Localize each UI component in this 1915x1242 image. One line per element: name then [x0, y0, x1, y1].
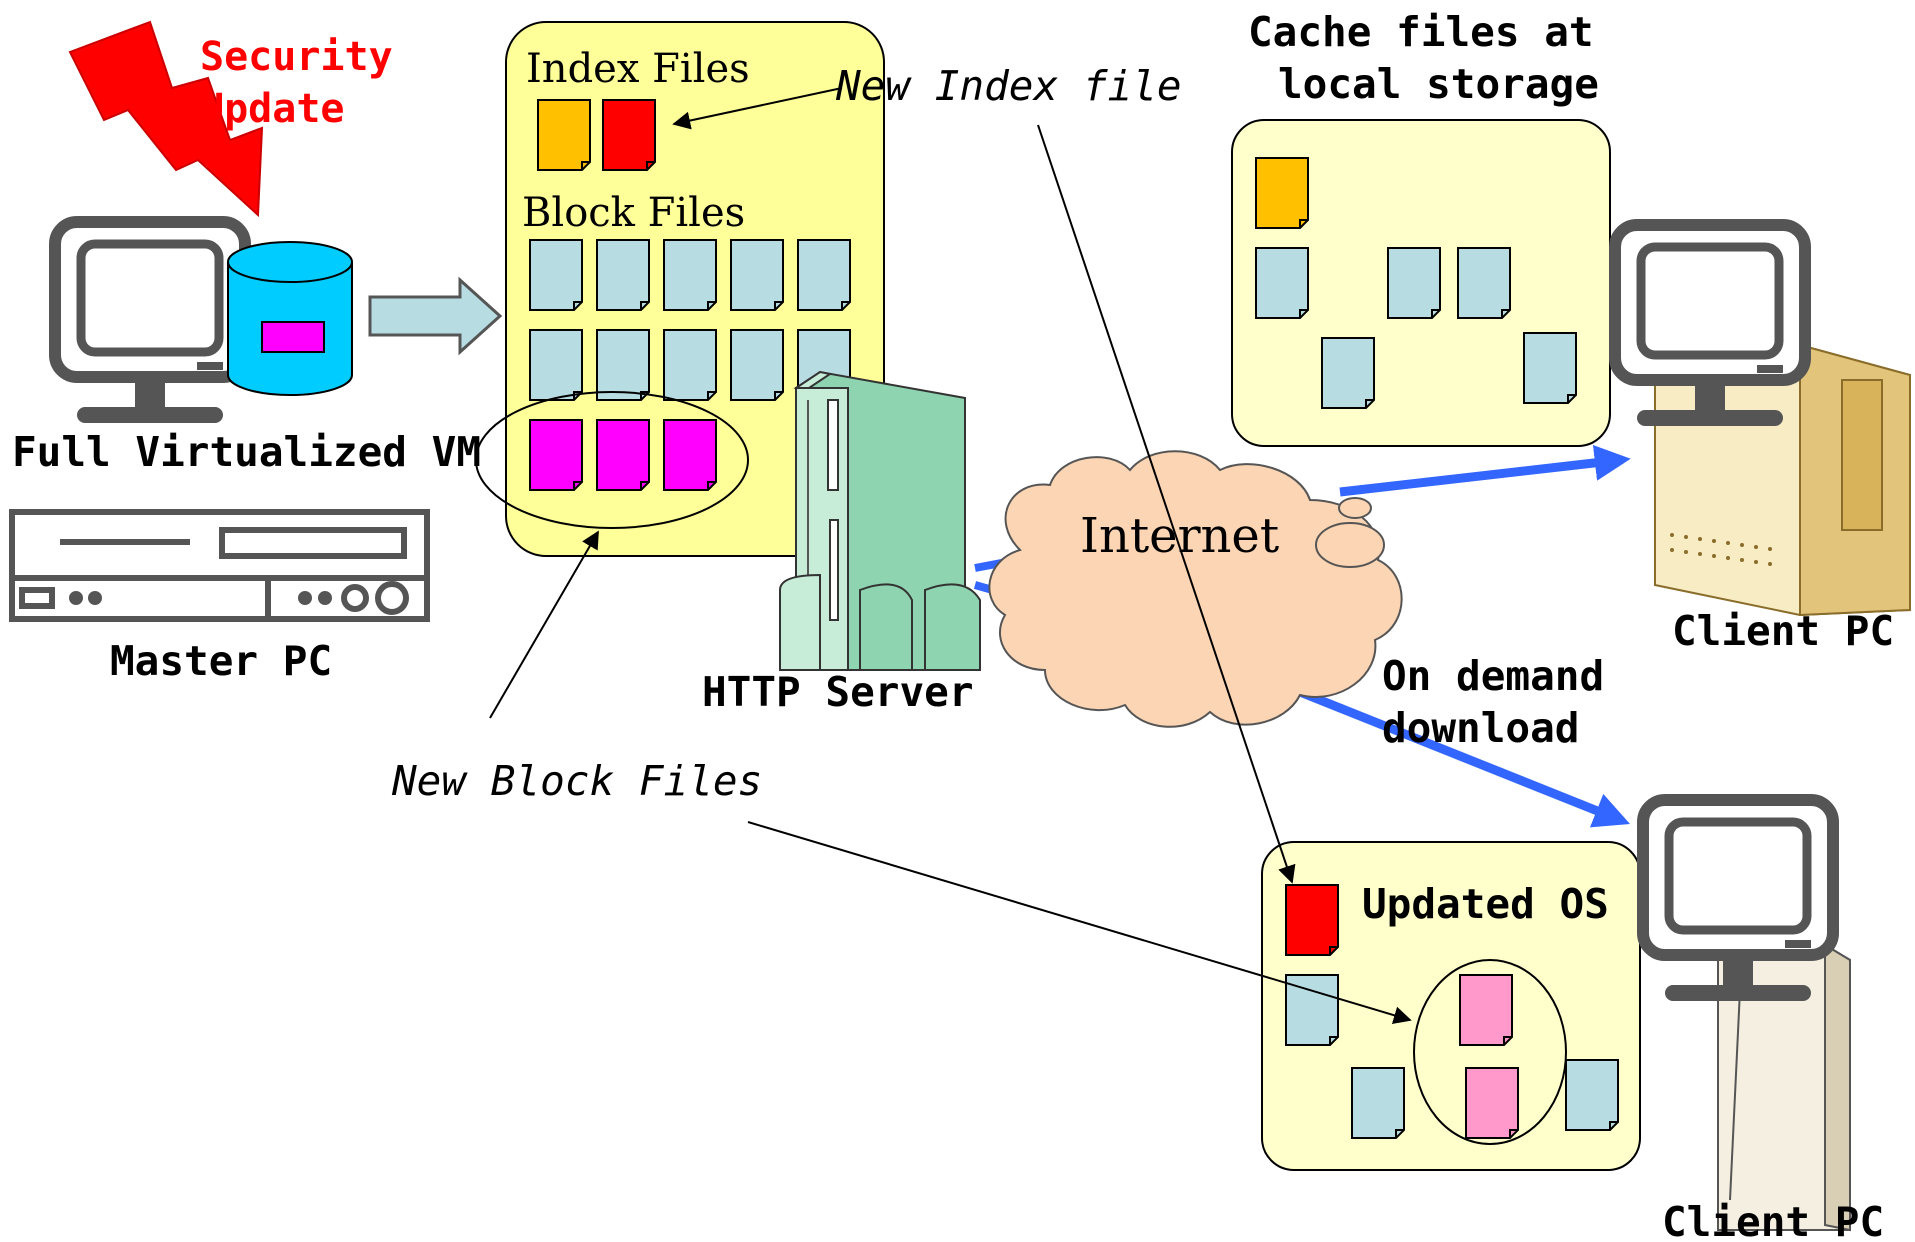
client-pc-bottom-tower-icon [1717, 943, 1851, 1232]
full-vm-label: Full Virtualized VM [12, 428, 481, 476]
upload-arrow-icon [368, 276, 503, 356]
internet-label: Internet [1080, 508, 1279, 564]
cached-index-file [1255, 157, 1309, 229]
cached-block-file [1457, 247, 1511, 319]
index-file-new [602, 99, 656, 171]
block-file [663, 239, 717, 311]
local-block-file [1565, 1059, 1619, 1131]
new-block-file [596, 419, 650, 491]
block-file [797, 239, 851, 311]
block-file [730, 329, 784, 401]
new-block-files-arrow [489, 530, 599, 719]
new-block-file [663, 419, 717, 491]
cache-files-label-1: Cache files at [1248, 8, 1594, 56]
master-pc-icon [9, 509, 430, 622]
block-file [730, 239, 784, 311]
security-update-label-2: Update [200, 86, 345, 132]
new-index-to-client-arrow [1037, 124, 1296, 884]
new-block-to-client-arrow [747, 821, 1412, 1024]
local-block-file [1351, 1067, 1405, 1139]
new-index-file-label: New Index file [835, 62, 1182, 110]
block-file [529, 329, 583, 401]
updated-os-label: Updated OS [1362, 880, 1609, 928]
on-demand-label-1: On demand [1382, 652, 1604, 700]
http-server-icon [779, 370, 981, 671]
updated-index-file [1285, 884, 1339, 956]
cached-block-file [1255, 247, 1309, 319]
client-pc-bottom-label: Client PC [1662, 1198, 1884, 1242]
block-file [529, 239, 583, 311]
cached-block-file [1387, 247, 1441, 319]
client-pc-top-label: Client PC [1672, 607, 1894, 655]
http-server-label: HTTP Server [702, 668, 974, 716]
internet-to-client-top-link [1339, 444, 1631, 497]
downloaded-block-file [1459, 974, 1513, 1046]
lightning-bolt-icon [68, 20, 264, 218]
vm-disk-icon [227, 241, 353, 396]
index-file-old [537, 99, 591, 171]
client-pc-top-tower-icon [1654, 343, 1911, 617]
internet-cloud-icon [988, 450, 1403, 728]
block-files-label: Block Files [522, 190, 745, 236]
new-index-file-arrow [672, 87, 843, 130]
vm-monitor-icon [55, 222, 245, 423]
downloaded-files-highlight [1413, 959, 1567, 1145]
cached-block-file [1523, 332, 1577, 404]
block-file [596, 239, 650, 311]
cloud-swirl-icon [1338, 497, 1372, 519]
index-files-label: Index Files [526, 46, 750, 92]
new-block-files-highlight [475, 391, 749, 529]
block-file [596, 329, 650, 401]
master-pc-label: Master PC [110, 637, 332, 685]
new-block-files-label: New Block Files [391, 757, 762, 805]
block-file [663, 329, 717, 401]
downloaded-block-file [1465, 1067, 1519, 1139]
internet-to-client-bottom-link [1268, 675, 1631, 828]
cache-files-label-2: local storage [1278, 60, 1599, 108]
on-demand-label-2: download [1382, 704, 1579, 752]
new-block-file [529, 419, 583, 491]
cached-block-file [1321, 337, 1375, 409]
security-update-label-1: Security [200, 34, 393, 80]
cloud-swirl-icon [1315, 522, 1385, 568]
